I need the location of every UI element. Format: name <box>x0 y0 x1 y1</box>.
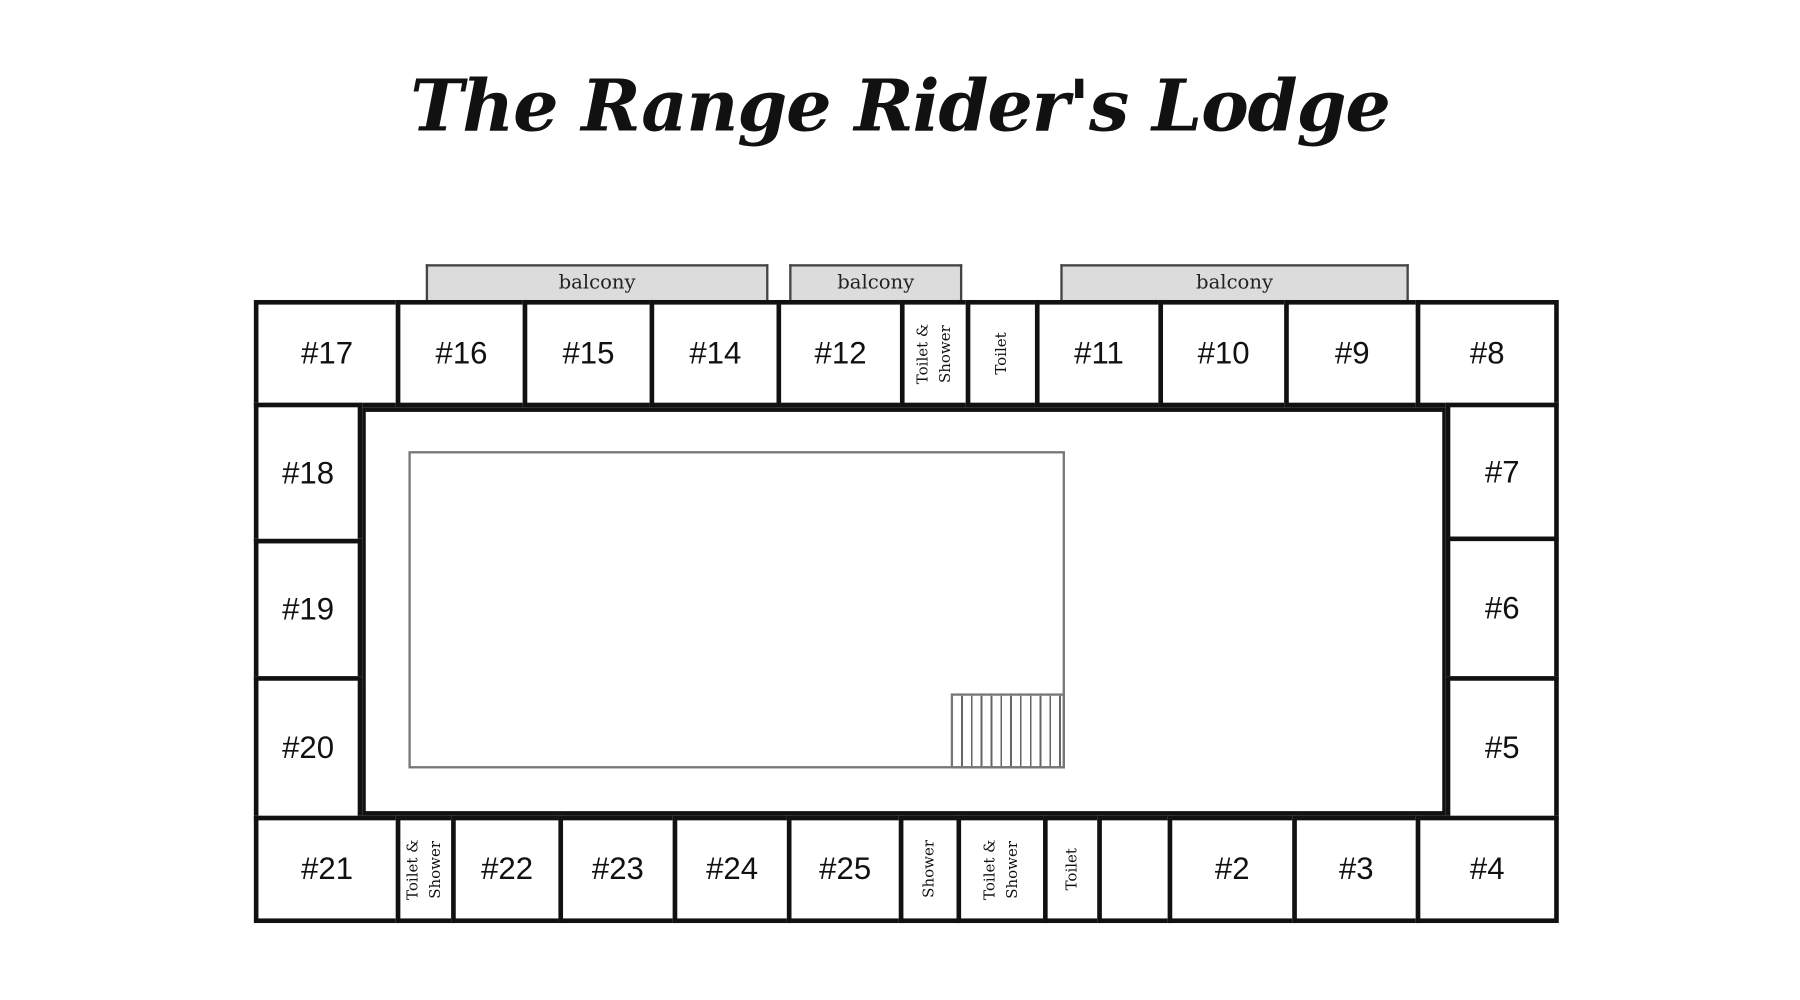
room-8: #8 <box>1415 299 1559 408</box>
room-label: Shower <box>921 840 939 899</box>
balcony: balcony <box>1060 264 1409 302</box>
room-label: Toilet & Shower <box>404 839 445 900</box>
room-label: Toilet <box>1063 848 1081 891</box>
room-21: #21 <box>253 815 401 924</box>
room-label: #23 <box>591 851 644 887</box>
room-label: #7 <box>1484 454 1520 489</box>
toilet: Toilet <box>965 299 1040 408</box>
room-15: #15 <box>522 299 655 408</box>
room-22: #22 <box>451 815 564 924</box>
page-title: The Range Rider's Lodge <box>410 63 1391 148</box>
room-label: Toilet & Shower <box>914 323 955 384</box>
room-6: #6 <box>1445 536 1559 681</box>
room-label: #6 <box>1484 590 1520 626</box>
balcony: balcony <box>425 264 769 302</box>
room-label: #15 <box>562 335 615 371</box>
room-label: #17 <box>301 335 354 371</box>
toilet-shower: Toilet & Shower <box>395 815 456 924</box>
pool <box>408 451 1065 769</box>
room-25: #25 <box>786 815 904 924</box>
room-23: #23 <box>558 815 678 924</box>
room-label: #2 <box>1214 851 1250 887</box>
room-label: Toilet & Shower <box>981 839 1022 900</box>
balcony: balcony <box>789 264 963 302</box>
room-label: #16 <box>435 335 488 371</box>
room-label: #24 <box>706 851 759 887</box>
blank-room <box>1097 815 1173 924</box>
room-label: #20 <box>282 730 335 765</box>
room-20: #20 <box>253 676 363 821</box>
room-17: #17 <box>253 299 401 408</box>
room-5: #5 <box>1445 676 1559 821</box>
room-label: #14 <box>689 335 742 371</box>
toilet: Toilet <box>1043 815 1102 924</box>
shower: Shower <box>898 815 962 924</box>
room-label: Toilet <box>993 332 1012 375</box>
room-14: #14 <box>649 299 782 408</box>
pool-stairs <box>950 693 1065 769</box>
room-label: #3 <box>1338 851 1374 887</box>
toilet-shower: Toilet & Shower <box>899 299 971 408</box>
room-label: #4 <box>1469 851 1505 887</box>
room-10: #10 <box>1158 299 1289 408</box>
room-label: #5 <box>1484 730 1520 765</box>
room-12: #12 <box>776 299 905 408</box>
room-9: #9 <box>1284 299 1421 408</box>
room-label: #22 <box>481 851 534 887</box>
room-label: #25 <box>819 851 872 887</box>
room-18: #18 <box>253 402 363 544</box>
room-label: #9 <box>1334 335 1370 371</box>
room-label: #11 <box>1074 335 1124 371</box>
toilet-shower: Toilet & Shower <box>956 815 1048 924</box>
room-7: #7 <box>1445 402 1559 542</box>
room-label: #10 <box>1197 335 1250 371</box>
room-label: #18 <box>282 455 335 490</box>
room-3: #3 <box>1292 815 1421 924</box>
room-19: #19 <box>253 538 363 681</box>
room-24: #24 <box>672 815 792 924</box>
room-label: #12 <box>814 335 867 371</box>
room-label: #19 <box>282 591 335 627</box>
room-2: #2 <box>1167 815 1297 924</box>
room-11: #11 <box>1034 299 1164 408</box>
room-4: #4 <box>1415 815 1559 924</box>
room-label: #8 <box>1469 335 1505 371</box>
room-16: #16 <box>395 299 528 408</box>
room-label: #21 <box>301 851 354 887</box>
